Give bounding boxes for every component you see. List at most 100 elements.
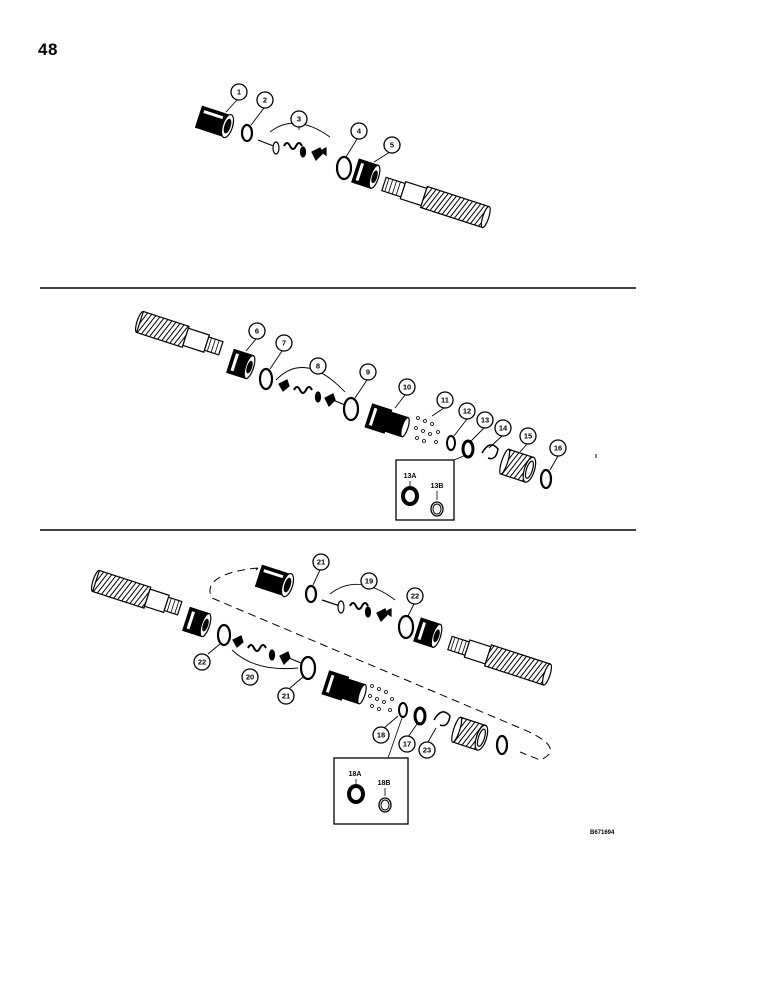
balloon-21-lower-label: 21 bbox=[282, 691, 290, 700]
inset-18 bbox=[333, 717, 409, 825]
inset-labels: 13A 13B 18A 18B bbox=[349, 473, 444, 787]
part-12-ring bbox=[446, 435, 456, 451]
balloon-22-lower: 22 bbox=[193, 653, 211, 671]
balloon-10: 10 bbox=[398, 378, 416, 396]
inset-label-13a: 13A bbox=[404, 473, 417, 480]
balloon-18-label: 18 bbox=[377, 730, 385, 739]
balloon-3: 3 bbox=[290, 110, 308, 128]
page-number: 48 bbox=[38, 40, 58, 59]
part-nut-upper-right bbox=[413, 617, 443, 648]
part-1-nut bbox=[194, 105, 235, 139]
part-18-ring bbox=[398, 702, 408, 718]
balloon-1-label: 1 bbox=[237, 87, 241, 96]
balloon-7: 7 bbox=[275, 334, 293, 352]
balloon-15: 15 bbox=[519, 427, 537, 445]
part-4-o-ring bbox=[335, 155, 353, 181]
part-10-coupler-body bbox=[364, 403, 410, 438]
balloon-2: 2 bbox=[256, 91, 274, 109]
balloon-15-label: 15 bbox=[524, 431, 532, 440]
part-balls-lower bbox=[368, 684, 394, 712]
part-23-snap-ring bbox=[433, 711, 451, 727]
balloon-13: 13 bbox=[476, 411, 494, 429]
balloon-12-label: 12 bbox=[463, 406, 471, 415]
part-2-o-ring bbox=[240, 123, 254, 143]
inset-label-13b: 13B bbox=[431, 483, 444, 490]
part-21-o-ring-lower bbox=[299, 655, 317, 681]
part-16-ring bbox=[539, 468, 553, 490]
balloon-2-label: 2 bbox=[263, 95, 267, 104]
balloon-3-label: 3 bbox=[297, 114, 301, 123]
balloon-20: 20 bbox=[241, 668, 259, 686]
part-5-nut bbox=[351, 158, 381, 189]
balloon-10-label: 10 bbox=[403, 382, 411, 391]
balloon-22-upper-label: 22 bbox=[411, 591, 419, 600]
balloon-6-label: 6 bbox=[255, 326, 259, 335]
alternate-assembly-outline bbox=[209, 567, 551, 761]
balloon-5: 5 bbox=[383, 136, 401, 154]
balloon-19: 19 bbox=[360, 572, 378, 590]
balloon-6: 6 bbox=[248, 322, 266, 340]
balloon-19-label: 19 bbox=[365, 576, 373, 585]
balloon-11: 11 bbox=[436, 391, 454, 409]
part-22-o-ring-upper bbox=[397, 614, 415, 640]
figure-code: B671694 bbox=[590, 830, 615, 836]
part-13-seal bbox=[461, 439, 475, 459]
balloon-16: 16 bbox=[549, 439, 567, 457]
inset-label-18a: 18A bbox=[349, 771, 362, 778]
balloon-1: 1 bbox=[230, 83, 248, 101]
part-sleeve-lower bbox=[451, 716, 489, 751]
balloon-13-label: 13 bbox=[481, 415, 489, 424]
part-end-ring-lower bbox=[495, 734, 509, 756]
hose-3 bbox=[90, 569, 183, 616]
balloon-12: 12 bbox=[458, 402, 476, 420]
part-15-sleeve bbox=[499, 448, 537, 483]
part-8-valve-set bbox=[278, 379, 346, 408]
balloon-23-label: 23 bbox=[423, 745, 431, 754]
part-6-nut bbox=[226, 348, 256, 380]
balloon-21-lower: 21 bbox=[277, 687, 295, 705]
inset-13 bbox=[395, 454, 467, 521]
part-7-o-ring bbox=[258, 367, 274, 391]
balloon-9: 9 bbox=[359, 363, 377, 381]
balloon-9-label: 9 bbox=[366, 367, 370, 376]
part-3-valve-set bbox=[257, 139, 327, 162]
balloon-14: 14 bbox=[494, 419, 512, 437]
part-14-snap-ring bbox=[481, 444, 499, 460]
part-11-balls bbox=[414, 416, 440, 444]
balloon-23: 23 bbox=[418, 741, 436, 759]
part-21-o-ring-upper bbox=[304, 584, 318, 604]
balloon-8-label: 8 bbox=[316, 361, 320, 370]
balloon-21-upper: 21 bbox=[312, 553, 330, 571]
balloon-14-label: 14 bbox=[499, 423, 508, 432]
balloon-4: 4 bbox=[350, 122, 368, 140]
assembly-section-1 bbox=[194, 99, 491, 229]
assembly-section-2 bbox=[134, 310, 597, 521]
balloon-4-label: 4 bbox=[357, 126, 362, 135]
part-17-seal bbox=[413, 706, 427, 726]
assembly-section-3 bbox=[90, 564, 553, 825]
part-nut-lower-left bbox=[182, 606, 212, 638]
part-22-o-ring-lower bbox=[216, 623, 232, 647]
inset-label-18b: 18B bbox=[378, 780, 391, 787]
balloon-21-upper-label: 21 bbox=[317, 557, 325, 566]
balloon-17: 17 bbox=[398, 735, 416, 753]
balloon-16-label: 16 bbox=[554, 443, 562, 452]
part-9-o-ring bbox=[342, 396, 360, 422]
hose-1 bbox=[381, 176, 491, 229]
balloon-5-label: 5 bbox=[390, 140, 394, 149]
balloon-8: 8 bbox=[309, 357, 327, 375]
hose-2 bbox=[134, 310, 224, 356]
hose-4 bbox=[447, 635, 553, 686]
part-20-valve-set bbox=[232, 635, 302, 666]
balloon-17-label: 17 bbox=[403, 739, 411, 748]
balloon-22-lower-label: 22 bbox=[198, 657, 206, 666]
part-19-valve-set bbox=[321, 599, 392, 623]
part-nut-upper bbox=[254, 564, 295, 598]
balloon-20-label: 20 bbox=[246, 672, 254, 681]
balloon-18: 18 bbox=[372, 726, 390, 744]
balloon-7-label: 7 bbox=[282, 338, 286, 347]
balloon-11-label: 11 bbox=[441, 395, 449, 404]
part-coupler-body-lower bbox=[321, 670, 367, 705]
